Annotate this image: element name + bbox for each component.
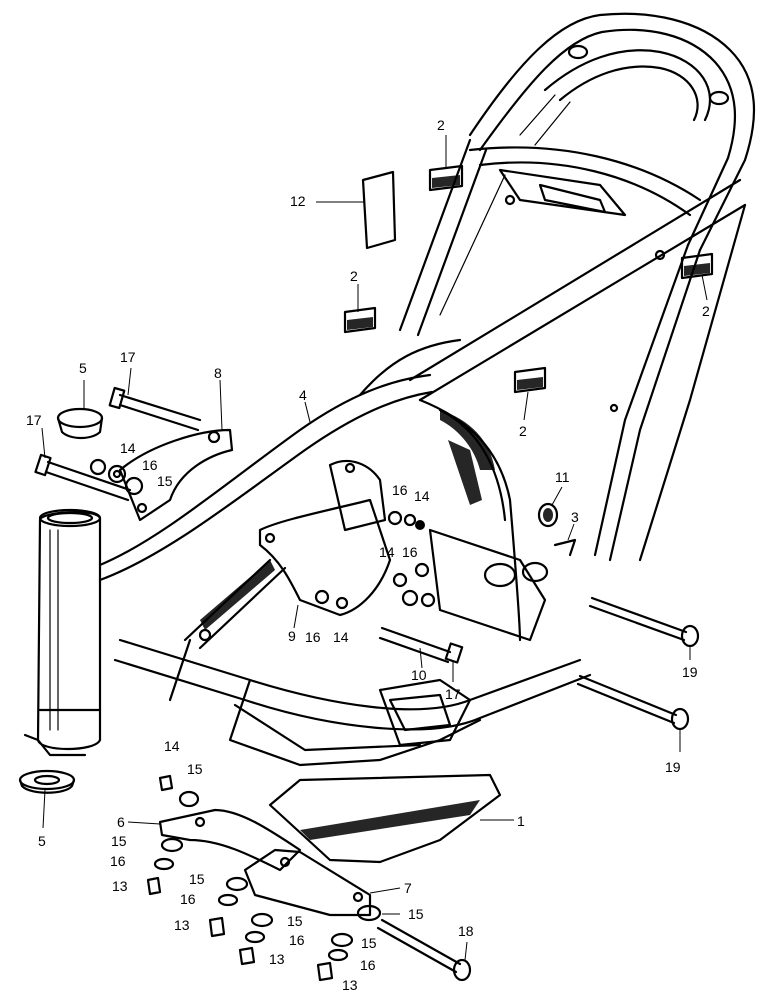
callout-2-right: 2 (702, 303, 710, 319)
callout-16-b: 16 (392, 482, 408, 498)
callout-6: 6 (117, 814, 125, 830)
callout-15-a: 15 (157, 473, 173, 489)
callout-14-d: 14 (333, 629, 349, 645)
callout-5-bottom: 5 (38, 833, 46, 849)
callout-13-d: 13 (342, 977, 358, 993)
callout-18: 18 (458, 923, 474, 939)
callout-2-center: 2 (519, 423, 527, 439)
callout-16-d: 16 (305, 629, 321, 645)
callout-16-g: 16 (289, 932, 305, 948)
callout-17-a: 17 (120, 349, 136, 365)
callout-13-a: 13 (112, 878, 128, 894)
callout-10: 10 (411, 667, 427, 683)
callout-15-g: 15 (361, 935, 377, 951)
callout-15-e: 15 (408, 906, 424, 922)
callout-14-e: 14 (164, 738, 180, 754)
callout-15-f: 15 (287, 913, 303, 929)
callout-15-d: 15 (189, 871, 205, 887)
callout-2-top: 2 (437, 117, 445, 133)
callout-14-c: 14 (379, 544, 395, 560)
callout-13-c: 13 (269, 951, 285, 967)
callout-2-left: 2 (350, 268, 358, 284)
callout-9: 9 (288, 628, 296, 644)
callout-3: 3 (571, 509, 579, 525)
callout-16-c: 16 (402, 544, 418, 560)
callout-19-a: 19 (682, 664, 698, 680)
callout-14-a: 14 (120, 440, 136, 456)
callout-17-c: 17 (445, 686, 461, 702)
callout-16-f: 16 (180, 891, 196, 907)
callout-15-c: 15 (111, 833, 127, 849)
callout-5-top: 5 (79, 360, 87, 376)
callout-1: 1 (517, 813, 525, 829)
callout-19-b: 19 (665, 759, 681, 775)
callout-16-h: 16 (360, 957, 376, 973)
callout-16-e: 16 (110, 853, 126, 869)
callout-16-a: 16 (142, 457, 158, 473)
callout-7: 7 (404, 880, 412, 896)
callout-13-b: 13 (174, 917, 190, 933)
callout-11: 11 (555, 469, 570, 485)
callout-8: 8 (214, 365, 222, 381)
leader-lines (41, 135, 708, 961)
frame-drawing (18, 12, 756, 982)
callout-4: 4 (299, 387, 307, 403)
callout-labels: 1 2 2 2 2 3 4 5 5 6 7 8 9 10 11 12 13 13… (26, 117, 710, 993)
callout-14-b: 14 (414, 488, 430, 504)
callout-12: 12 (290, 193, 306, 209)
callout-17-b: 17 (26, 412, 42, 428)
callout-15-b: 15 (187, 761, 203, 777)
